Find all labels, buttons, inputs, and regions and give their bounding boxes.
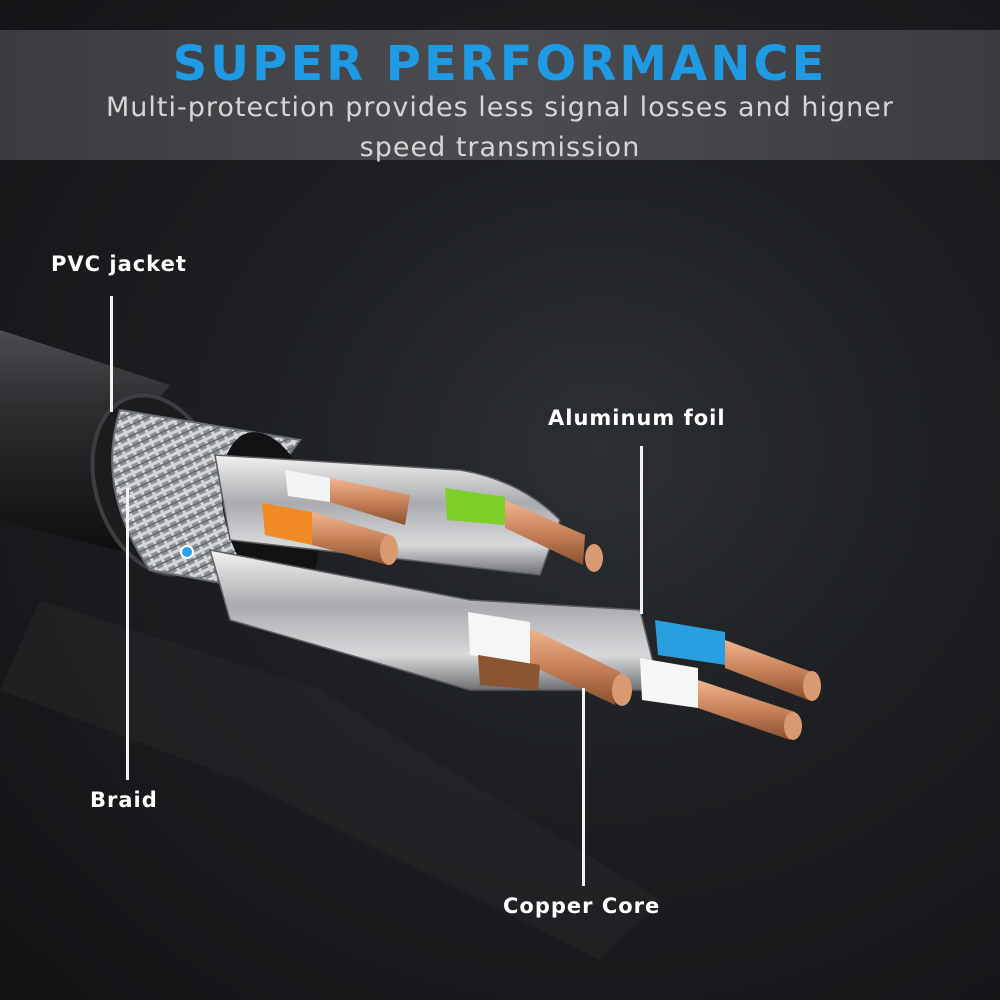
wire-white-1 bbox=[285, 470, 330, 502]
copper-end-5 bbox=[803, 671, 821, 701]
reflection bbox=[0, 600, 660, 960]
leader-line-copper-core bbox=[582, 688, 585, 886]
label-pvc-jacket: PVC jacket bbox=[51, 252, 187, 276]
leader-line-aluminum-foil bbox=[640, 446, 643, 614]
copper-end-3 bbox=[585, 544, 603, 572]
copper-strand-1 bbox=[330, 478, 410, 525]
label-copper-core: Copper Core bbox=[503, 894, 661, 918]
pvc-jacket-body bbox=[0, 330, 170, 555]
copper-strand-5 bbox=[725, 640, 812, 700]
copper-end-6 bbox=[784, 712, 802, 740]
wire-blue bbox=[655, 620, 726, 665]
leader-line-braid bbox=[126, 488, 129, 780]
wire-white-2 bbox=[468, 612, 532, 665]
copper-end-2 bbox=[380, 535, 398, 565]
copper-strand-4 bbox=[530, 628, 620, 705]
wire-brown bbox=[478, 655, 540, 690]
label-braid: Braid bbox=[90, 788, 158, 812]
leader-line-pvc-jacket bbox=[110, 296, 113, 412]
page-subtitle: Multi-protection provides less signal lo… bbox=[106, 92, 894, 163]
braid-marker-dot bbox=[180, 545, 194, 559]
wire-white-3 bbox=[640, 658, 698, 708]
copper-end-4 bbox=[612, 674, 632, 706]
copper-strand-3 bbox=[505, 500, 585, 565]
wire-orange bbox=[262, 503, 312, 545]
title-banner bbox=[0, 30, 1000, 160]
copper-strand-6 bbox=[698, 680, 795, 740]
page-title: SUPER PERFORMANCE bbox=[172, 36, 828, 92]
wire-green bbox=[445, 488, 505, 525]
label-aluminum-foil: Aluminum foil bbox=[548, 406, 726, 430]
copper-strand-2 bbox=[312, 512, 390, 565]
